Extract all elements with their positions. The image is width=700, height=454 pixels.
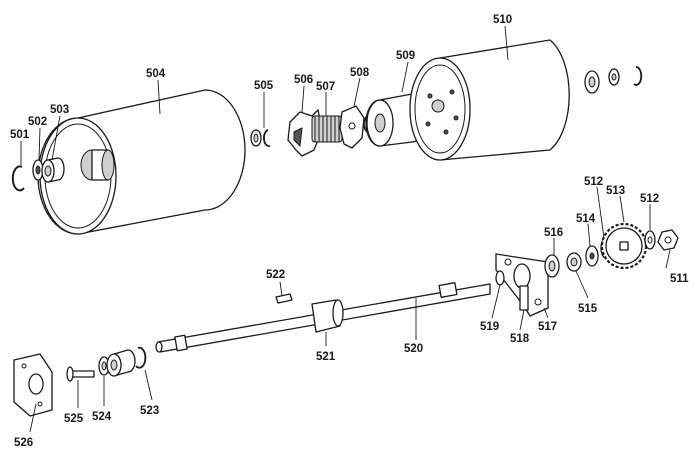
washer-519 [495,270,505,286]
spring-507 [311,115,343,143]
label-520: 520 [404,343,423,355]
label-516: 516 [544,227,563,239]
label-504: 504 [146,68,166,80]
label-525: 525 [64,413,84,425]
bearing-516 [544,254,560,278]
label-502: 502 [28,116,47,128]
bearing-set-510-end [584,66,643,94]
label-526: 526 [14,437,33,449]
bearing-523 [106,346,147,377]
label-517: 517 [538,321,557,333]
drum-504 [37,89,246,235]
label-523: 523 [140,405,159,417]
snap-ring-501 [11,165,25,192]
label-505: 505 [254,80,274,92]
drum-510 [409,39,570,161]
flange-plate-526 [13,353,53,417]
label-508: 508 [350,67,370,79]
bracket-517-518 [495,253,549,317]
label-524: 524 [92,411,112,423]
label-515: 515 [578,303,598,315]
label-518: 518 [510,333,530,345]
part-labels: 501 502 503 504 505 506 507 508 509 510 … [10,14,689,449]
nut-511 [657,229,679,251]
leader-lines [20,25,671,433]
label-506: 506 [294,74,313,86]
label-511: 511 [670,273,689,285]
label-519: 519 [480,321,499,333]
plate-508 [339,105,365,149]
label-512-right: 512 [640,193,659,205]
label-501: 501 [10,129,30,141]
label-521: 521 [316,351,336,363]
key-522 [275,293,293,304]
label-503: 503 [50,104,69,116]
label-510: 510 [493,14,512,26]
label-514: 514 [576,213,596,225]
bolt-525 [66,366,95,382]
label-507: 507 [316,81,335,93]
washer-512b [644,230,656,250]
hub-514 [585,245,599,267]
bushing-515 [566,252,582,272]
label-509: 509 [396,50,415,62]
label-512-left: 512 [584,176,603,188]
washer-524 [98,356,110,376]
bearing-505 [250,129,271,148]
collar-521 [311,299,344,333]
bearing-503 [41,157,65,183]
sprocket-513 [600,222,648,270]
label-522: 522 [266,269,285,281]
label-513: 513 [606,185,625,197]
